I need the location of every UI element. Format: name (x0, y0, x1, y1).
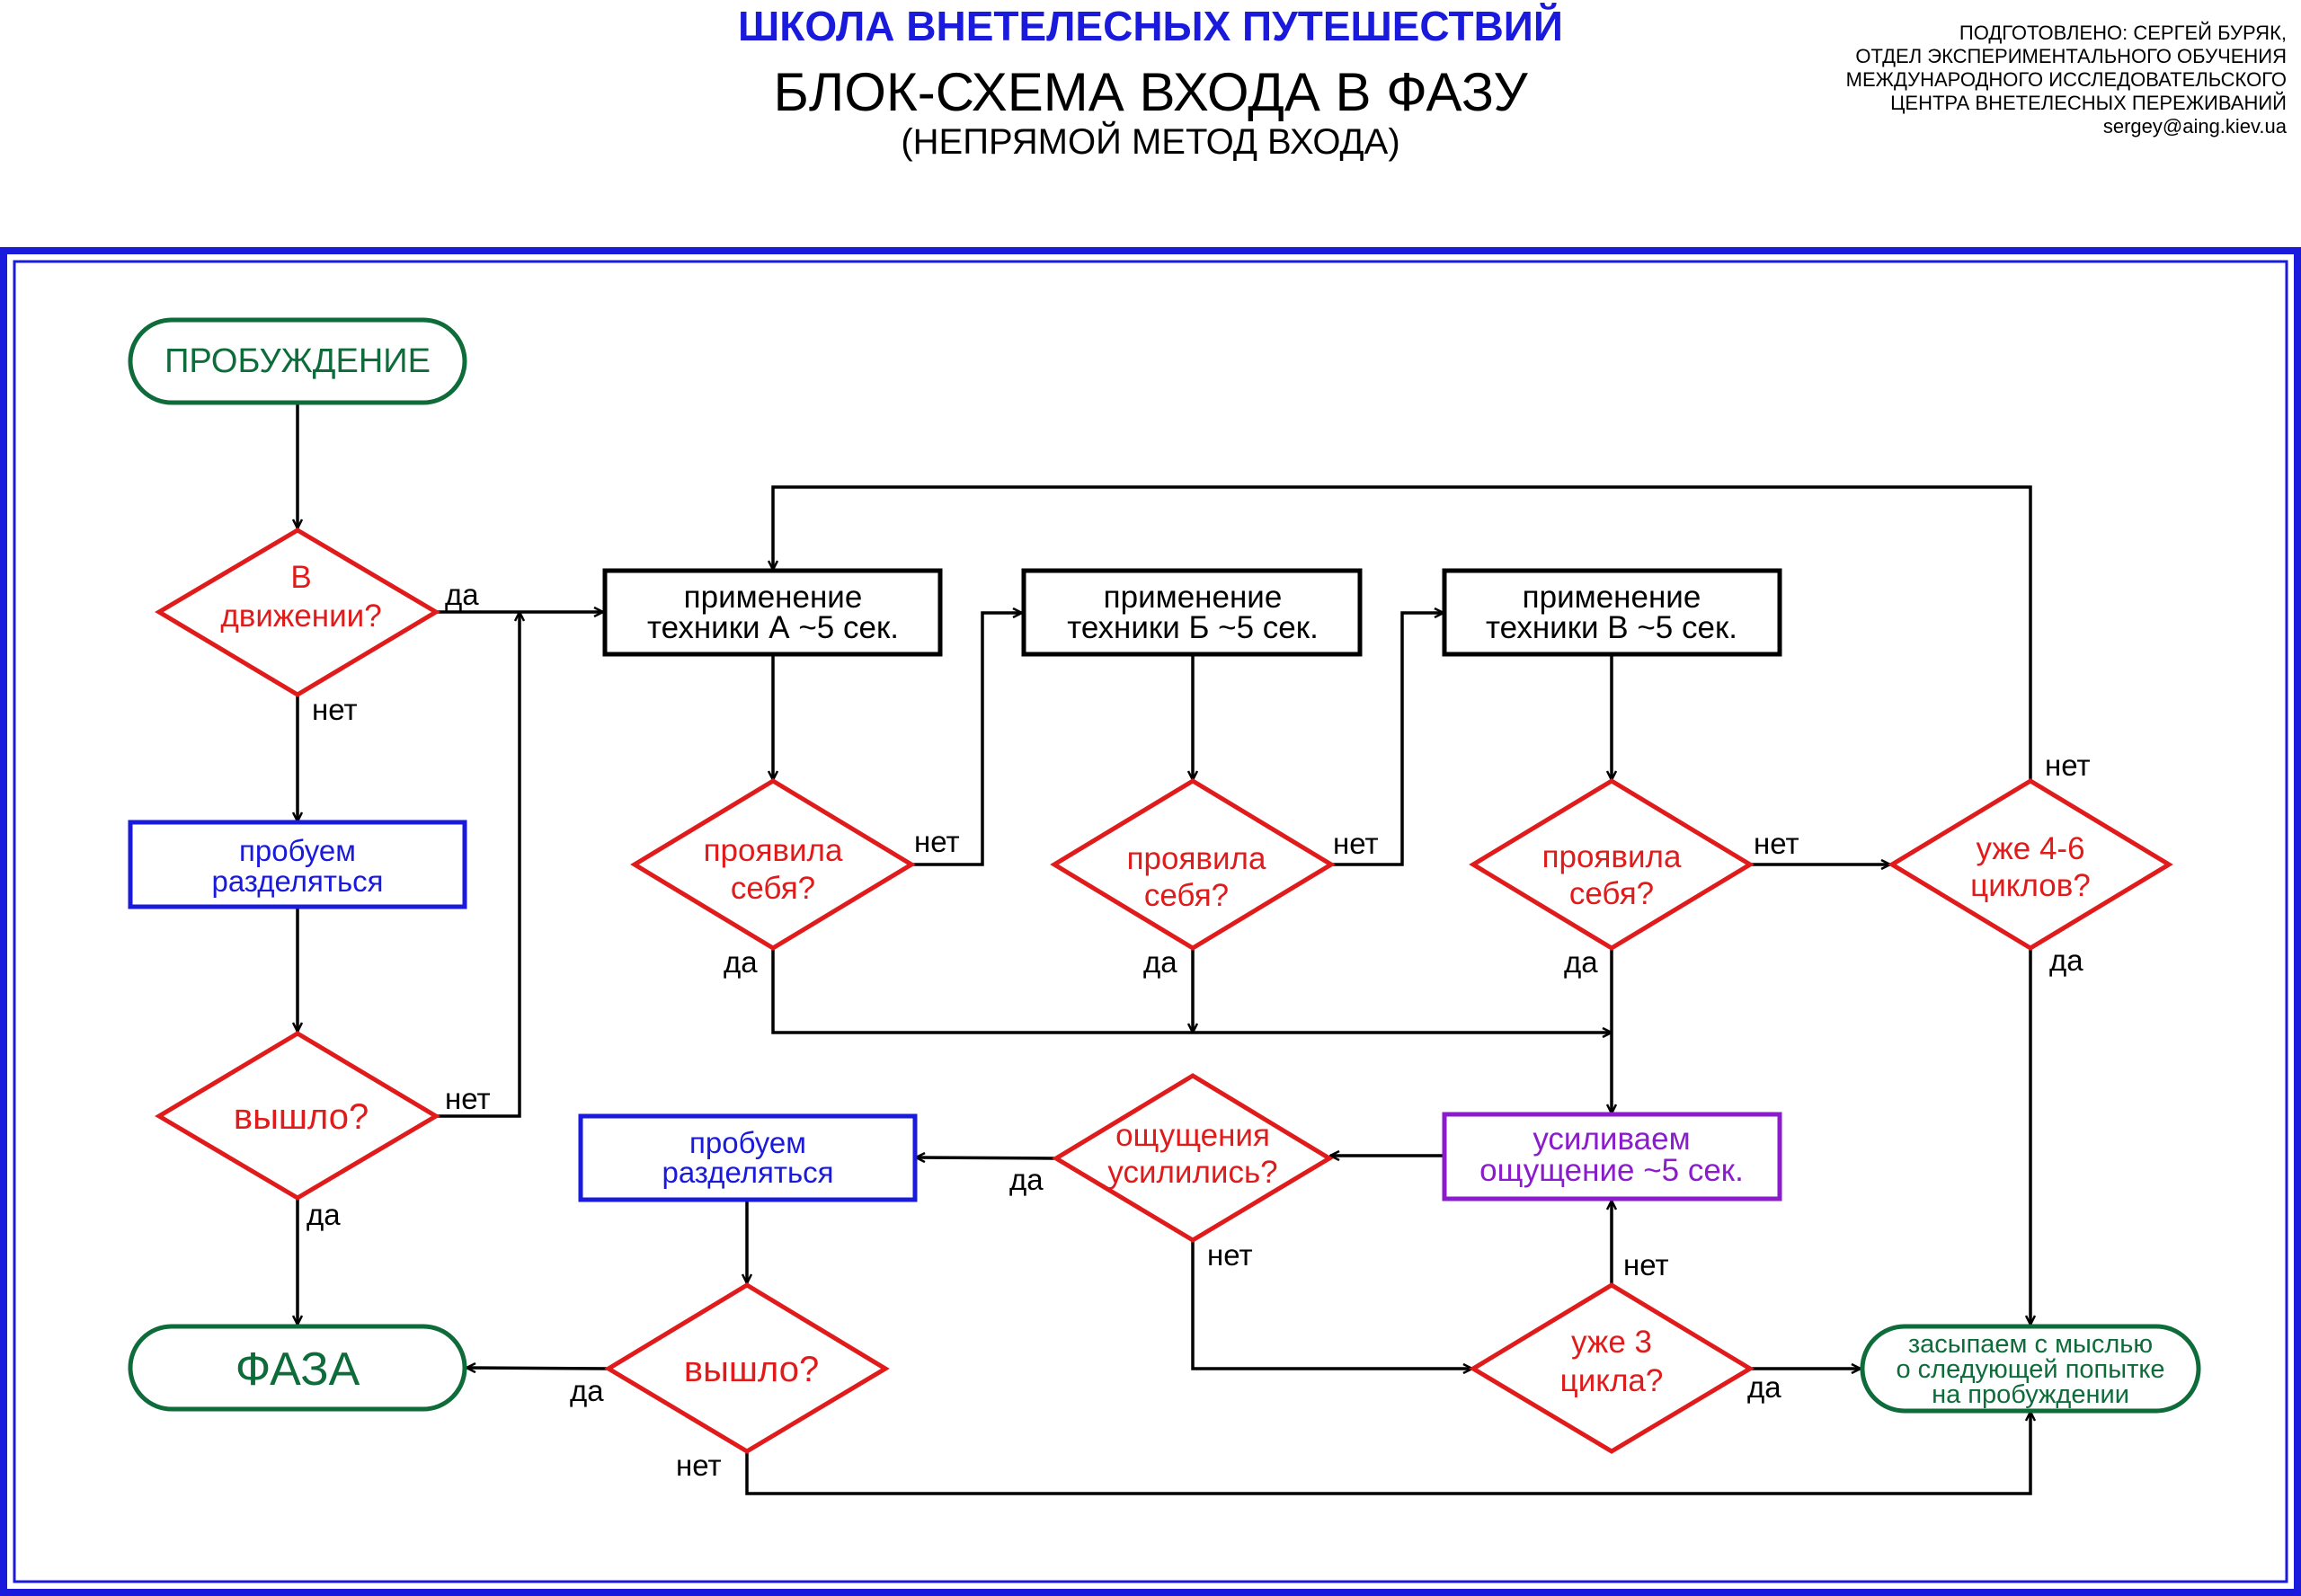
node-amplify-line: усиливаем (1533, 1122, 1690, 1157)
decision-worked-2-label: вышло? (684, 1350, 819, 1389)
edge-label: да (724, 945, 758, 979)
node-sleep-line: о следующей попытке (1897, 1355, 2165, 1384)
edge-label: да (1564, 945, 1598, 979)
decision-manifested-b-line: себя? (1144, 878, 1229, 913)
decision-in-motion: В движении? (155, 528, 440, 697)
frame-outer (0, 247, 2301, 1596)
edge-label: да (307, 1198, 341, 1231)
decision-cycles-3-line: цикла? (1560, 1363, 1664, 1398)
node-wake: ПРОБУЖДЕНИЕ (128, 317, 467, 405)
decision-manifested-c: проявила себя? (1469, 778, 1755, 951)
node-technique-a-line: применение (684, 580, 863, 615)
decision-manifested-a-line: себя? (731, 871, 815, 906)
edge-label: нет (1207, 1238, 1253, 1272)
decision-sensations-line: усилились? (1107, 1155, 1277, 1190)
edge-sens-no (1191, 1241, 1472, 1369)
edge-label: нет (445, 1082, 491, 1115)
edge-sens-yes (916, 1157, 1055, 1158)
node-phase: ФАЗА (128, 1324, 467, 1412)
edge-d46-no-loop (773, 485, 2032, 780)
node-technique-b-line: применение (1104, 580, 1283, 615)
node-technique-b-line: техники Б ~5 сек. (1067, 610, 1319, 645)
node-separate-2: пробуем разделяться (578, 1113, 918, 1202)
node-technique-b: применение техники Б ~5 сек. (1021, 568, 1363, 657)
decision-worked-2: вышло? (604, 1282, 890, 1454)
credits-line: ПОДГОТОВЛЕНО: СЕРГЕЙ БУРЯК, (1959, 22, 2287, 44)
edge-label: да (570, 1374, 604, 1407)
edge-label: нет (2045, 749, 2091, 782)
edge-label: да (445, 578, 479, 611)
decision-cycles-4-6: уже 4-6 циклов? (1888, 778, 2173, 951)
node-separate-2-line: пробуем (689, 1126, 806, 1159)
edge-label: да (1143, 945, 1177, 979)
node-sleep: засыпаем с мыслью о следующей попытке на… (1860, 1324, 2201, 1414)
node-sleep-line: засыпаем с мыслью (1908, 1330, 2153, 1359)
edge-label: нет (1623, 1248, 1669, 1281)
node-wake-label: ПРОБУЖДЕНИЕ (164, 342, 431, 380)
node-amplify: усиливаем ощущение ~5 сек. (1442, 1112, 1782, 1201)
credits-line: ЦЕНТРА ВНЕТЕЛЕСНЫХ ПЕРЕЖИВАНИЙ (1890, 92, 2287, 114)
diagram-subtitle-method: (НЕПРЯМОЙ МЕТОД ВХОДА) (901, 122, 1400, 162)
node-separate-1-line: пробуем (239, 834, 356, 867)
decision-in-motion-line: В (290, 560, 311, 595)
node-amplify-line: ощущение ~5 сек. (1479, 1153, 1744, 1188)
edge-label: нет (1333, 827, 1379, 860)
node-technique-a-line: техники А ~5 сек. (647, 610, 899, 645)
decision-manifested-c-line: себя? (1569, 876, 1654, 911)
edge-dB-no (1331, 613, 1444, 866)
node-technique-a: применение техники А ~5 сек. (602, 568, 943, 657)
credits-block: ПОДГОТОВЛЕНО: СЕРГЕЙ БУРЯК, ОТДЕЛ ЭКСПЕР… (1846, 22, 2287, 138)
edge-out1-no (436, 612, 520, 1118)
decision-cycles-3-line: уже 3 (1571, 1325, 1652, 1360)
edge-out2-no (745, 1412, 2030, 1495)
node-sleep-line: на пробуждении (1932, 1380, 2129, 1409)
node-separate-1: пробуем разделяться (128, 820, 467, 909)
decision-cycles-3: уже 3 цикла? (1469, 1282, 1755, 1454)
edge-label: нет (1754, 827, 1799, 860)
decision-worked-1: вышло? (155, 1031, 440, 1201)
credits-line: ОТДЕЛ ЭКСПЕРИМЕНТАЛЬНОГО ОБУЧЕНИЯ (1855, 45, 2287, 67)
node-separate-2-line: разделяться (662, 1156, 833, 1189)
decision-worked-1-label: вышло? (234, 1097, 369, 1137)
decision-manifested-a: проявила себя? (630, 778, 916, 951)
node-technique-c-line: техники В ~5 сек. (1486, 610, 1737, 645)
frame-inner (13, 260, 2288, 1583)
diagram-title: ШКОЛА ВНЕТЕЛЕСНЫХ ПУТЕШЕСТВИЙ (738, 3, 1563, 49)
edge-out2-yes (466, 1368, 609, 1369)
credits-line: МЕЖДУНАРОДНОГО ИССЛЕДОВАТЕЛЬСКОГО (1845, 68, 2287, 91)
decision-manifested-a-line: проявила (704, 833, 843, 868)
decision-in-motion-line: движении? (220, 598, 381, 634)
edge-label: да (2049, 944, 2083, 977)
edge-dA-no (912, 613, 1022, 866)
decision-manifested-c-line: проявила (1542, 839, 1682, 874)
edge-label: да (1747, 1370, 1781, 1404)
node-technique-c: применение техники В ~5 сек. (1442, 568, 1782, 657)
edge-label: нет (676, 1449, 722, 1482)
node-phase-label: ФАЗА (235, 1343, 360, 1396)
decision-sensations-line: ощущения (1115, 1118, 1270, 1153)
edge-label: нет (312, 693, 358, 726)
node-technique-c-line: применение (1523, 580, 1701, 615)
decision-cycles-4-6-line: циклов? (1970, 868, 2091, 903)
credits-email: sergey@aing.kiev.ua (2102, 115, 2287, 137)
diagram-subtitle: БЛОК-СХЕМА ВХОДА В ФАЗУ (773, 62, 1528, 122)
decision-manifested-b-line: проявила (1127, 841, 1266, 876)
decision-cycles-4-6-line: уже 4-6 (1976, 831, 2084, 866)
node-separate-1-line: разделяться (211, 864, 383, 898)
decision-manifested-b: проявила себя? (1050, 778, 1336, 951)
edge-label: да (1009, 1163, 1044, 1196)
edge-dA-yes (771, 949, 1612, 1033)
edge-label: нет (914, 825, 960, 858)
decision-sensations: ощущения усилились? (1052, 1073, 1334, 1243)
